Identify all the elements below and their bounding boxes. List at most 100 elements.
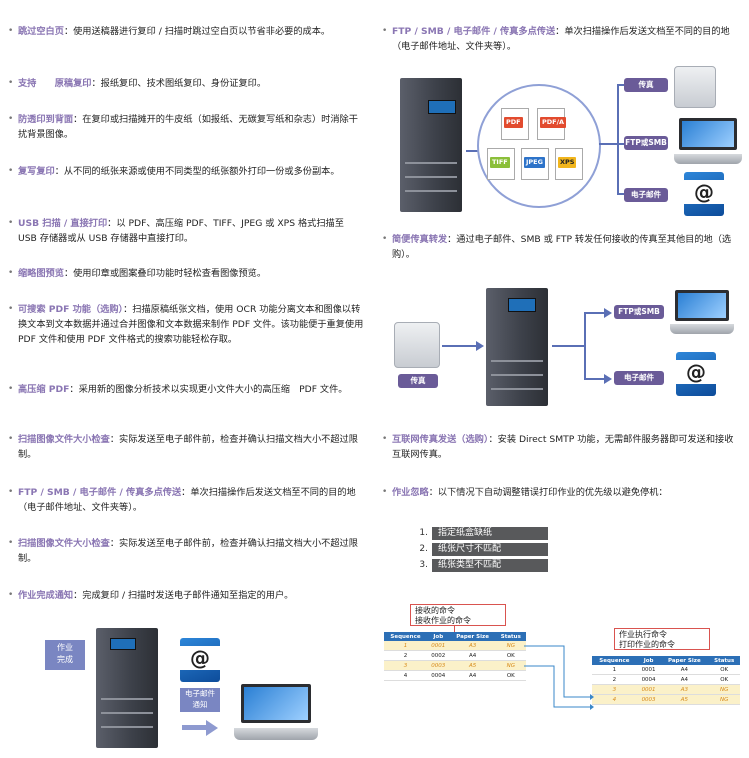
- target-email-pill: 电子邮件: [614, 371, 664, 385]
- feature-term: 可搜索 PDF 功能（选购）: [18, 304, 124, 315]
- feature-term: 复写复印: [18, 166, 55, 177]
- feature-desc: ：通过电子邮件、SMB 或 FTP 转发任何接收的传真至其他目的地（选购）。: [392, 234, 732, 260]
- feature-desc: ：采用新的图像分析技术以实现更小文件大小的高压缩 PDF 文件。: [69, 384, 348, 395]
- feature-term: 缩略图预览: [18, 268, 64, 279]
- feature-item: • 高压缩 PDF：采用新的图像分析技术以实现更小文件大小的高压缩 PDF 文件…: [8, 384, 348, 395]
- feature-desc: ：从不同的纸张来源或使用不同类型的纸张额外打印一份或多份副本。: [54, 166, 340, 177]
- table-header: Job: [426, 632, 450, 641]
- arrow: [584, 312, 606, 314]
- file-pdfa-icon: PDF/A: [537, 108, 567, 140]
- arrow: [552, 345, 586, 347]
- arrow: [599, 143, 619, 145]
- feature-desc: ：扫描原稿纸张文档，使用 OCR 功能分离文本和图像以转换文本到文本数据并通过合…: [18, 304, 364, 345]
- file-jpeg-icon: JPEG: [521, 148, 549, 180]
- table-header: Sequence: [592, 656, 637, 665]
- mfp-printer-icon: [400, 78, 462, 212]
- feature-term: USB 扫描 / 直接打印: [18, 218, 108, 229]
- feature-term: 作业完成通知: [18, 590, 74, 601]
- laptop-icon: [670, 290, 734, 334]
- table-header: Paper Size: [449, 632, 496, 641]
- arrow: [617, 84, 619, 194]
- feature-desc: ：在复印或扫描摊开的牛皮纸（如报纸、无碳复写纸和杂志）时消除干扰背景图像。: [18, 114, 358, 140]
- job-skip-list: 1.指定纸盒缺纸 2.纸张尺寸不匹配 3.纸张类型不匹配: [414, 527, 554, 575]
- feature-desc: ：单次扫描操作后发送文档至不同的目的地（电子邮件地址、文件夹等）。: [18, 487, 356, 513]
- feature-desc: ：完成复印 / 扫描时发送电子邮件通知至指定的用户。: [73, 590, 294, 601]
- executed-caption: 作业执行命令 打印作业的命令: [614, 628, 710, 650]
- list-item: 2.纸张尺寸不匹配: [414, 543, 548, 556]
- table-header: Status: [495, 632, 526, 641]
- arrow: [454, 626, 455, 634]
- feature-item: • 缩略图预览：使用印章或图案叠印功能时轻松查看图像预览。: [8, 268, 267, 279]
- list-item: 3.纸张类型不匹配: [414, 559, 548, 572]
- job-complete-badge: 作业 完成: [45, 640, 85, 670]
- feature-term: FTP / SMB / 电子邮件 / 传真多点传送: [18, 487, 182, 498]
- feature-desc: ：以 PDF、高压缩 PDF、TIFF、JPEG 或 XPS 格式扫描至 USB…: [18, 218, 344, 244]
- feature-item: • 扫描图像文件大小检查：实际发送至电子邮件前，检查并确认扫描文档大小不超过限制…: [8, 538, 358, 564]
- feature-desc: ：使用印章或图案叠印功能时轻松查看图像预览。: [63, 268, 267, 279]
- arrow: [182, 725, 208, 730]
- feature-term: 扫描图像文件大小检查: [18, 434, 110, 445]
- feature-term: 高压缩 PDF: [18, 384, 70, 395]
- target-ftp-pill: FTP或SMB: [614, 305, 664, 319]
- feature-desc: ：单次扫描操作后发送文档至不同的目的地（电子邮件地址、文件夹等）。: [392, 26, 730, 52]
- feature-desc: ：安装 Direct SMTP 功能，无需邮件服务器即可发送和接收互联网传真。: [392, 434, 734, 460]
- feature-item: • 扫描图像文件大小检查：实际发送至电子邮件前，检查并确认扫描文档大小不超过限制…: [8, 434, 358, 460]
- feature-item: • 防透印到背面：在复印或扫描摊开的牛皮纸（如报纸、无碳复写纸和杂志）时消除干扰…: [8, 114, 358, 140]
- feature-item: • 互联网传真发送（选购）：安装 Direct SMTP 功能，无需邮件服务器即…: [382, 434, 734, 460]
- feature-desc: ：报纸复印、技术图纸复印、身份证复印。: [91, 78, 267, 89]
- feature-item: • 可搜索 PDF 功能（选购）：扫描原稿纸张文档，使用 OCR 功能分离文本和…: [8, 304, 364, 345]
- reorder-connector: [524, 645, 594, 710]
- arrowhead: [206, 720, 218, 736]
- table-header: Paper Size: [660, 656, 709, 665]
- arrowhead: [476, 341, 484, 351]
- feature-term: 作业忽略: [392, 487, 429, 498]
- mfp-printer-icon: [96, 628, 158, 748]
- feature-desc: ：实际发送至电子邮件前，检查并确认扫描文档大小不超过限制。: [18, 538, 358, 564]
- file-tiff-icon: TIFF: [487, 148, 515, 180]
- fax-icon: [394, 322, 440, 368]
- target-email-pill: 电子邮件: [624, 188, 668, 202]
- feature-item: • 作业完成通知：完成复印 / 扫描时发送电子邮件通知至指定的用户。: [8, 590, 294, 601]
- file-formats-circle: PDF PDF/A TIFF JPEG XPS: [477, 84, 601, 208]
- feature-item: • 支持 原稿复印：报纸复印、技术图纸复印、身份证复印。: [8, 78, 267, 89]
- file-xps-icon: XPS: [555, 148, 583, 180]
- feature-term: 扫描图像文件大小检查: [18, 538, 110, 549]
- feature-term: 互联网传真发送（选购）: [392, 434, 489, 445]
- feature-item: • USB 扫描 / 直接打印：以 PDF、高压缩 PDF、TIFF、JPEG …: [8, 218, 344, 244]
- feature-item: • 复写复印：从不同的纸张来源或使用不同类型的纸张额外打印一份或多份副本。: [8, 166, 340, 177]
- target-ftp-pill: FTP或SMB: [624, 136, 668, 150]
- email-icon: @: [676, 352, 716, 396]
- feature-item: • FTP / SMB / 电子邮件 / 传真多点传送：单次扫描操作后发送文档至…: [8, 487, 356, 513]
- feature-desc: ：使用送稿器进行复印 / 扫描时跳过空白页以节省非必要的成本。: [63, 26, 331, 37]
- arrow: [584, 312, 586, 378]
- feature-term: 简便传真转发: [392, 234, 448, 245]
- arrowhead: [604, 374, 612, 384]
- laptop-icon: [674, 118, 742, 164]
- feature-term: FTP / SMB / 电子邮件 / 传真多点传送: [392, 26, 556, 37]
- arrow: [442, 345, 478, 347]
- laptop-icon: [234, 684, 318, 740]
- email-icon: @: [180, 638, 220, 682]
- file-pdf-icon: PDF: [501, 108, 529, 140]
- mfp-printer-icon: [486, 288, 548, 406]
- table-header: Job: [636, 656, 661, 665]
- feature-desc: ：以下情况下自动调整错误打印作业的优先级以避免停机：: [428, 487, 668, 498]
- feature-item: • 简便传真转发：通过电子邮件、SMB 或 FTP 转发任何接收的传真至其他目的…: [382, 234, 732, 260]
- table-header: Sequence: [384, 632, 427, 641]
- email-icon: @: [684, 172, 724, 216]
- feature-item: • 跳过空白页：使用送稿器进行复印 / 扫描时跳过空白页以节省非必要的成本。: [8, 26, 331, 37]
- source-fax-pill: 传真: [398, 374, 438, 388]
- arrow: [584, 378, 606, 380]
- fax-icon: [674, 66, 716, 108]
- arrow: [466, 150, 478, 152]
- received-caption: 接收的命令 接收作业的命令: [410, 604, 506, 626]
